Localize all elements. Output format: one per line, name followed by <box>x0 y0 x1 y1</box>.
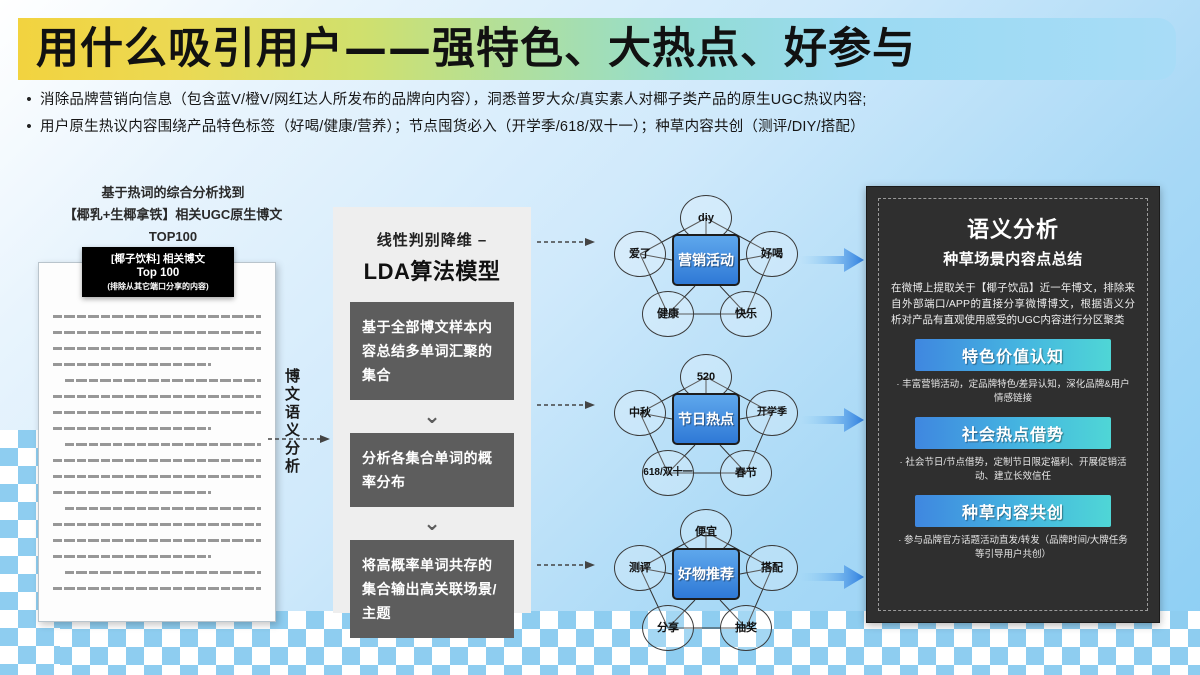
insight-chip[interactable]: 特色价值认知 <box>915 339 1111 371</box>
lda-title: LDA算法模型 <box>363 259 501 284</box>
cluster-node[interactable]: 分享 <box>642 605 694 651</box>
document-text-line <box>53 411 261 414</box>
document-text-line <box>53 491 211 494</box>
document-text-line <box>53 395 261 398</box>
document-text-line <box>53 475 261 478</box>
topic-cluster: 520 中秋 开学季 618/双十一 春节 节日热点 <box>600 345 810 505</box>
cluster-hub[interactable]: 营销活动 <box>672 234 740 286</box>
cluster-node[interactable]: 618/双十一 <box>642 450 694 496</box>
cluster-node[interactable]: 健康 <box>642 291 694 337</box>
dashed-arrow-icon <box>537 401 595 409</box>
lda-subtitle: 线性判别降维 – <box>376 232 488 249</box>
document-text-line <box>65 379 261 382</box>
document-badge: [椰子饮料] 相关博文 Top 100 (排除从其它端口分享的内容) <box>82 247 234 297</box>
document-text-line <box>53 363 211 366</box>
cluster-node[interactable]: 快乐 <box>720 291 772 337</box>
insight-note: · 参与品牌官方话题活动直发/转发（品牌时间/大牌任务等引导用户共创） <box>898 535 1128 560</box>
cluster-node[interactable]: 春节 <box>720 450 772 496</box>
document-text-line <box>53 347 261 350</box>
semantic-analysis-subtitle: 种草场景内容点总结 <box>943 251 1083 268</box>
semantic-analysis-panel: 语义分析 种草场景内容点总结 在微博上提取关于【椰子饮品】近一年博文，排除来自外… <box>866 186 1160 623</box>
semantic-analysis-description: 在微博上提取关于【椰子饮品】近一年博文，排除来自外部端口/APP的直接分享微博博… <box>891 282 1135 326</box>
topic-cluster: 便宜 测评 搭配 分享 抽奖 好物推荐 <box>600 500 810 660</box>
document-heading-line-2: 【椰乳+生椰拿铁】相关UGC原生博文 <box>63 207 283 222</box>
document-text-line <box>53 315 261 318</box>
source-document-sheet <box>38 262 276 622</box>
cluster-node[interactable]: 便宜 <box>680 509 732 555</box>
insight-chip[interactable]: 种草内容共创 <box>915 495 1111 527</box>
document-heading-line-1: 基于热词的综合分析找到 <box>101 185 245 200</box>
bullet-text: 消除品牌营销向信息（包含蓝V/橙V/网红达人所发布的品牌向内容），洞悉普罗大众/… <box>40 92 867 108</box>
document-text-line <box>53 523 261 526</box>
cluster-node[interactable]: 爱了 <box>614 231 666 277</box>
cluster-node[interactable]: 测评 <box>614 545 666 591</box>
cluster-node[interactable]: 抽奖 <box>720 605 772 651</box>
chevron-down-icon: ⌄ <box>423 512 441 535</box>
cluster-node[interactable]: 开学季 <box>746 390 798 436</box>
lda-step-box: 将高概率单词共存的集合输出高关联场景/主题 <box>350 540 514 638</box>
flow-arrow-icon <box>800 565 864 589</box>
page-title: 用什么吸引用户——强特色、大热点、好参与 <box>36 24 916 74</box>
document-heading-line-3: TOP100 <box>148 229 198 244</box>
cluster-hub[interactable]: 节日热点 <box>672 393 740 445</box>
bullet-list: • 消除品牌营销向信息（包含蓝V/橙V/网红达人所发布的品牌向内容），洞悉普罗大… <box>18 90 1188 144</box>
connector-label-vertical: 博文语义分析 <box>283 368 300 476</box>
dashed-arrow-icon <box>268 435 330 443</box>
insight-note: · 丰富营销活动，定品牌特色/差异认知，深化品牌&用户情感链接 <box>896 379 1130 404</box>
dashed-arrow-icon <box>537 238 595 246</box>
dashed-arrow-icon <box>537 561 595 569</box>
bullet-dot-icon: • <box>26 91 32 108</box>
chevron-down-icon: ⌄ <box>423 405 441 428</box>
document-badge-line-2: Top 100 <box>136 266 180 279</box>
document-text-line <box>53 331 261 334</box>
lda-panel: 线性判别降维 – LDA算法模型 基于全部博文样本内容总结多单词汇聚的集合 ⌄ … <box>333 207 531 638</box>
cluster-node[interactable]: 搭配 <box>746 545 798 591</box>
document-badge-line-3: (排除从其它端口分享的内容) <box>107 281 209 291</box>
cluster-hub[interactable]: 好物推荐 <box>672 548 740 600</box>
bullet-text: 用户原生热议内容围绕产品特色标签（好喝/健康/营养）；节点囤货必入（开学季/61… <box>40 119 865 135</box>
cluster-node[interactable]: 520 <box>680 354 732 400</box>
topic-cluster: diy 爱了 好喝 健康 快乐 营销活动 <box>600 186 810 346</box>
bullet-item: • 用户原生热议内容围绕产品特色标签（好喝/健康/营养）；节点囤货必入（开学季/… <box>18 117 1188 137</box>
insight-chip[interactable]: 社会热点借势 <box>915 417 1111 449</box>
document-text-line <box>65 443 261 446</box>
flow-arrow-icon <box>800 408 864 432</box>
document-text-line <box>53 427 211 430</box>
title-banner <box>18 18 1176 80</box>
document-text-line <box>65 571 261 574</box>
cluster-node[interactable]: 中秋 <box>614 390 666 436</box>
lda-step-box: 分析各集合单词的概率分布 <box>350 433 514 507</box>
bullet-dot-icon: • <box>26 118 32 135</box>
insight-note: · 社会节日/节点借势，定制节日限定福利、开展促销活动、建立长效信任 <box>899 457 1127 482</box>
cluster-node[interactable]: 好喝 <box>746 231 798 277</box>
semantic-analysis-inner: 语义分析 种草场景内容点总结 在微博上提取关于【椰子饮品】近一年博文，排除来自外… <box>878 198 1148 611</box>
document-text-line <box>53 587 261 590</box>
document-badge-line-1: [椰子饮料] 相关博文 <box>111 252 205 265</box>
document-text-line <box>53 459 261 462</box>
lda-step-box: 基于全部博文样本内容总结多单词汇聚的集合 <box>350 302 514 400</box>
document-text-line <box>53 539 261 542</box>
flow-arrow-icon <box>800 248 864 272</box>
bullet-item: • 消除品牌营销向信息（包含蓝V/橙V/网红达人所发布的品牌向内容），洞悉普罗大… <box>18 90 1188 110</box>
semantic-analysis-title: 语义分析 <box>966 217 1059 242</box>
document-heading: 基于热词的综合分析找到 【椰乳+生椰拿铁】相关UGC原生博文 TOP100 <box>48 182 298 248</box>
document-text-line <box>53 555 211 558</box>
document-text-line <box>65 507 261 510</box>
cluster-node[interactable]: diy <box>680 195 732 241</box>
